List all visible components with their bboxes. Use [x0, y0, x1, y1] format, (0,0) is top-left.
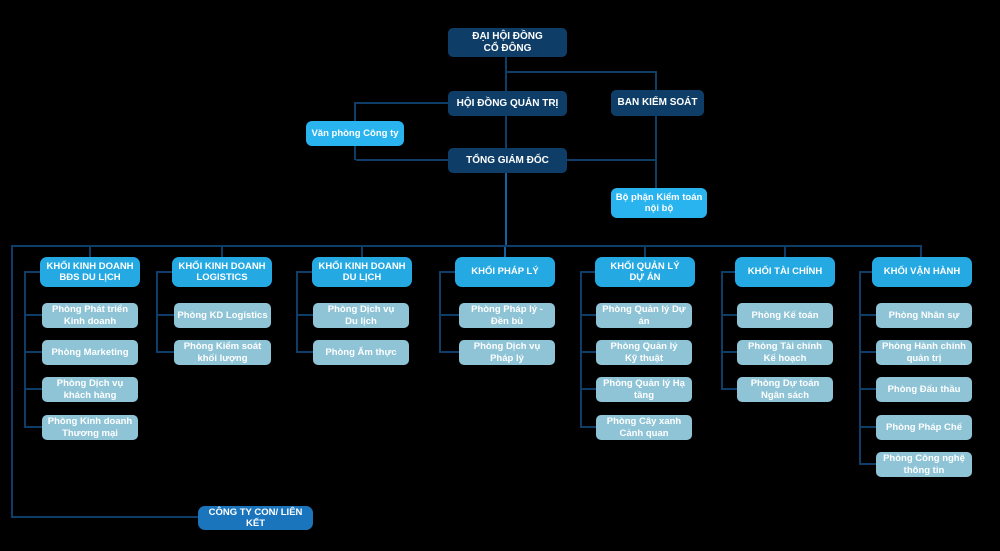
connector [580, 351, 596, 353]
connector [580, 314, 596, 316]
node-supervisory-board: BAN KIỂM SOÁT [611, 90, 704, 116]
connector [859, 388, 876, 390]
node-internal-audit: Bộ phận Kiểm toán nội bộ [611, 188, 707, 218]
connector [24, 426, 42, 428]
department-box: Phòng Công nghệ thông tin [876, 452, 972, 477]
connector [859, 314, 876, 316]
connector [655, 71, 657, 90]
department-box: Phòng Dịch vụ Du lịch [313, 303, 409, 328]
node-shareholders-meeting: ĐẠI HỘI ĐỒNG CỔ ĐÔNG [448, 28, 567, 57]
division-header-operations: KHỐI VẬN HÀNH [872, 257, 972, 287]
division-header-finance: KHỐI TÀI CHÍNH [735, 257, 835, 287]
connector [156, 271, 158, 353]
connector [11, 516, 198, 518]
connector [505, 71, 657, 73]
division-header-legal: KHỐI PHÁP LÝ [455, 257, 555, 287]
connector [156, 351, 174, 353]
department-box: Phòng Pháp Chế [876, 415, 972, 440]
connector [439, 271, 441, 353]
connector [505, 173, 507, 246]
connector [296, 271, 298, 353]
connector [156, 271, 172, 273]
connector [580, 388, 596, 390]
connector [439, 314, 459, 316]
connector [567, 159, 657, 161]
department-box: Phòng Nhân sự [876, 303, 972, 328]
connector [11, 245, 922, 247]
connector [504, 247, 506, 257]
connector [296, 271, 312, 273]
connector [221, 247, 223, 257]
node-ceo: TỔNG GIÁM ĐỐC [448, 148, 567, 173]
connector [361, 247, 363, 257]
connector [24, 271, 26, 428]
department-box: Phòng Marketing [42, 340, 138, 365]
connector [655, 116, 657, 188]
connector [859, 426, 876, 428]
division-header-real-estate-tourism: KHỐI KINH DOANH BĐS DU LỊCH [40, 257, 140, 287]
connector [156, 314, 174, 316]
connector [24, 388, 42, 390]
node-company-office: Văn phòng Công ty [306, 121, 404, 146]
connector [721, 351, 737, 353]
division-header-project-management: KHỐI QUẢN LÝ DỰ ÁN [595, 257, 695, 287]
connector [439, 351, 459, 353]
connector [920, 247, 922, 257]
department-box: Phòng Hành chính quản trị [876, 340, 972, 365]
department-box: Phòng Dịch vụ Pháp lý [459, 340, 555, 365]
department-box: Phòng Quản lý Dự án [596, 303, 692, 328]
connector [859, 351, 876, 353]
connector [580, 426, 596, 428]
connector [721, 271, 723, 390]
department-box: Phòng Dự toán Ngân sách [737, 377, 833, 402]
department-box: Phòng Ẩm thực [313, 340, 409, 365]
connector [296, 351, 313, 353]
connector [721, 388, 737, 390]
connector [296, 314, 313, 316]
connector [644, 247, 646, 257]
department-box: Phòng Dịch vụ khách hàng [42, 377, 138, 402]
connector [439, 271, 455, 273]
department-box: Phòng Pháp lý - Đền bù [459, 303, 555, 328]
connector [580, 271, 582, 428]
connector [859, 271, 861, 465]
connector [580, 271, 595, 273]
department-box: Phòng Quản lý Hạ tầng [596, 377, 692, 402]
connector [24, 271, 40, 273]
connector [505, 57, 507, 91]
connector [784, 247, 786, 257]
connector [89, 247, 91, 257]
connector [24, 351, 42, 353]
department-box: Phòng Kế toán [737, 303, 833, 328]
department-box: Phòng Phát triển Kinh doanh [42, 303, 138, 328]
connector [356, 102, 448, 104]
department-box: Phòng Kinh doanh Thương mại [42, 415, 138, 440]
connector [11, 245, 13, 518]
division-header-logistics: KHỐI KINH DOANH LOGISTICS [172, 257, 272, 287]
node-subsidiaries: CÔNG TY CON/ LIÊN KẾT [198, 506, 313, 530]
department-box: Phòng Đấu thầu [876, 377, 972, 402]
division-header-tourism: KHỐI KINH DOANH DU LỊCH [312, 257, 412, 287]
connector [24, 314, 42, 316]
connector [721, 271, 735, 273]
department-box: Phòng Kiểm soát khối lượng [174, 340, 271, 365]
connector [859, 271, 872, 273]
connector [505, 116, 507, 148]
department-box: Phòng Tài chính Kế hoạch [737, 340, 833, 365]
department-box: Phòng KD Logistics [174, 303, 271, 328]
connector [356, 159, 448, 161]
node-board-of-directors: HỘI ĐỒNG QUẢN TRỊ [448, 91, 567, 116]
connector [721, 314, 737, 316]
connector [859, 463, 876, 465]
department-box: Phòng Quản lý Kỹ thuật [596, 340, 692, 365]
department-box: Phòng Cây xanh Cảnh quan [596, 415, 692, 440]
